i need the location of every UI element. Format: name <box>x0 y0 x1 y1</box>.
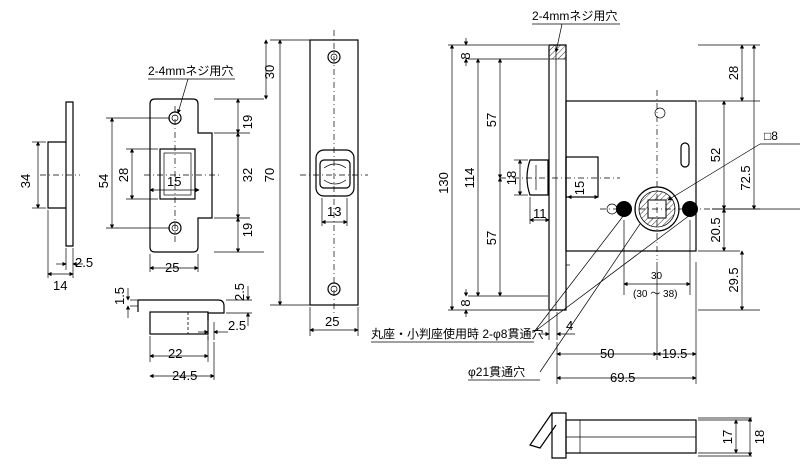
dim-strike-15: 15 <box>167 174 181 189</box>
dim-strike-19b: 19 <box>240 223 255 237</box>
dim-plate-25: 25 <box>325 314 339 329</box>
dim-body-8b: 8 <box>458 299 473 306</box>
dim-body-15: 15 <box>572 181 587 195</box>
strike-box-view: 1.5 2.5 2.5 22 24.5 <box>112 283 252 383</box>
dim-strike-19a: 19 <box>240 115 255 129</box>
dim-body-18: 18 <box>504 171 519 185</box>
note-screw-hole-left: 2-4mmネジ用穴 <box>148 63 233 78</box>
note-through-hole-21: φ21貫通穴 <box>468 364 525 379</box>
dim-body-4: 4 <box>566 318 573 333</box>
dim-side-2-5: 2.5 <box>75 255 93 270</box>
note-screw-hole-right: 2-4mmネジ用穴 <box>532 8 617 23</box>
dim-body-130: 130 <box>436 172 451 194</box>
dim-body-29-5: 29.5 <box>726 267 741 292</box>
dim-body-57a: 57 <box>484 113 499 127</box>
dim-body-69-5: 69.5 <box>610 370 635 385</box>
dim-strike-32: 32 <box>240 168 255 182</box>
dim-plate-13: 13 <box>327 204 341 219</box>
note-square-8: □8 <box>764 129 778 143</box>
lock-body-view: 2-4mmネジ用穴 130 114 57 57 8 8 18 11 15 <box>371 8 800 385</box>
dim-bottom-18: 18 <box>752 430 767 444</box>
dim-strike-28: 28 <box>116 168 131 182</box>
dim-strike-25: 25 <box>165 260 179 275</box>
dim-box-1-5: 1.5 <box>112 287 127 305</box>
dim-plate-30: 30 <box>262 65 277 79</box>
strike-side-view: 34 14 2.5 <box>18 101 93 293</box>
dim-box-22: 22 <box>168 346 182 361</box>
dim-strike-54: 54 <box>96 174 111 188</box>
dim-body-20-5: 20.5 <box>708 217 723 242</box>
dim-body-19-5: 19.5 <box>662 346 687 361</box>
dim-body-30-38: (30 ～ 38) <box>633 289 677 300</box>
dim-box-24-5: 24.5 <box>172 368 197 383</box>
dim-body-50: 50 <box>600 346 614 361</box>
strike-plate-front: 2-4mmネジ用穴 54 28 15 19 32 19 25 <box>96 39 310 306</box>
dim-body-114: 114 <box>462 168 477 189</box>
dim-box-2-5b: 2.5 <box>228 318 246 333</box>
dim-body-57b: 57 <box>484 231 499 245</box>
note-through-hole-8: 丸座・小判座使用時 2-φ8貫通穴 <box>371 326 543 341</box>
dim-body-72-5: 72.5 <box>738 165 753 190</box>
front-plate-view: 13 25 <box>300 30 368 336</box>
dim-box-2-5a: 2.5 <box>232 283 247 301</box>
bottom-view: 17 18 <box>529 412 767 459</box>
dim-body-28: 28 <box>726 66 741 80</box>
dim-side-14: 14 <box>53 278 67 293</box>
dim-side-34: 34 <box>18 174 33 188</box>
dim-plate-70: 70 <box>262 168 277 182</box>
dim-body-11: 11 <box>533 206 547 221</box>
dim-body-8a: 8 <box>458 52 473 59</box>
dim-bottom-17: 17 <box>720 430 735 444</box>
dim-body-52: 52 <box>708 148 723 162</box>
